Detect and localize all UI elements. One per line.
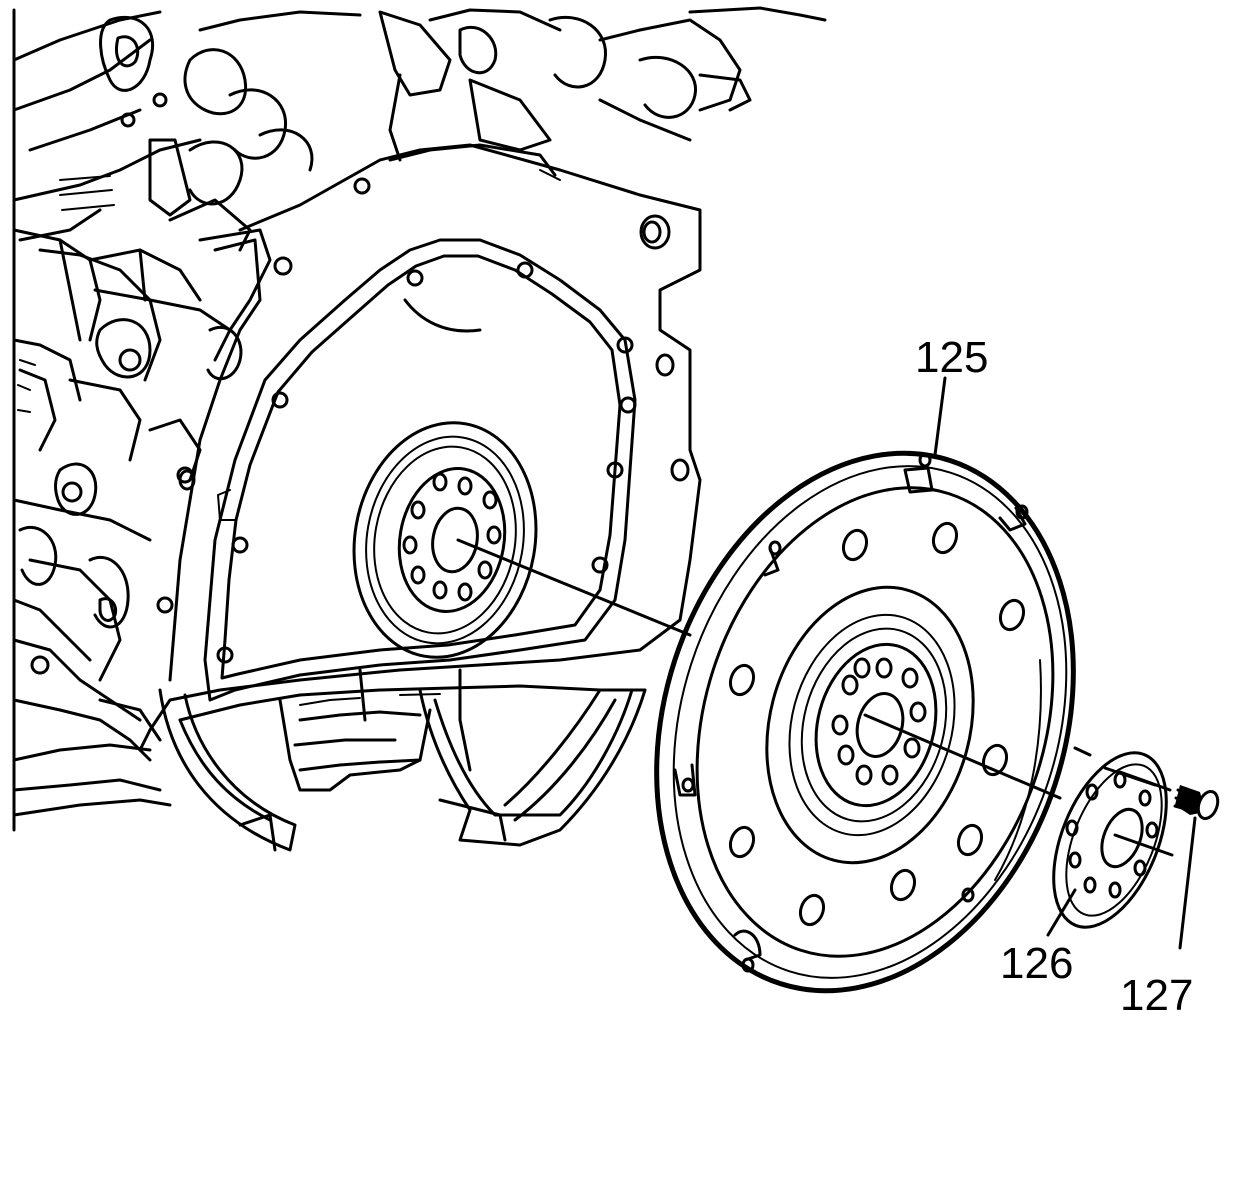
oil-pan-rear	[158, 668, 647, 852]
reinforcement-plate	[1052, 746, 1168, 929]
callout-127: 127	[1120, 816, 1197, 1020]
callout-label-reinforcement-plate: 126	[1000, 939, 1073, 988]
callout-125: 125	[915, 333, 988, 457]
alignment-lines	[456, 538, 1174, 857]
callout-126: 126	[1000, 888, 1077, 988]
callout-label-bolt: 127	[1120, 971, 1193, 1020]
engine-rear-plate	[138, 143, 702, 752]
flywheel	[654, 450, 1076, 994]
bolt	[1173, 785, 1220, 821]
crankshaft-flange	[352, 421, 538, 659]
engine-top-components	[12, 6, 827, 832]
engine-side-components	[12, 228, 272, 817]
rear-cover-gasket	[203, 238, 637, 702]
callout-label-flywheel: 125	[915, 333, 988, 382]
engine-block	[12, 6, 827, 852]
